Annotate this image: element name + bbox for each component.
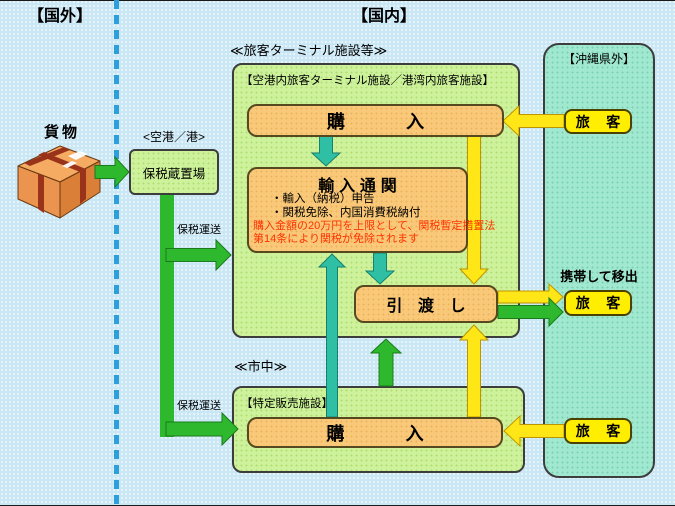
arrow-city-to-terminal	[369, 338, 403, 387]
passenger-box-middle: 旅 客	[564, 290, 632, 316]
outside-okinawa-heading: 【沖縄県外】	[562, 52, 635, 66]
customs-note-line1: 購入金額の20万円を上限として、関税暫定措置法	[253, 220, 496, 232]
arrow-passenger-to-purchase-bottom	[503, 414, 565, 448]
cargo-label: 貨物	[44, 124, 81, 141]
airport-port-label: <空港／港>	[142, 130, 206, 144]
purchase-city-label: 購 入	[326, 423, 446, 444]
purchase-box-terminal: 購 入	[247, 104, 504, 137]
arrow-purchase-top-to-handover	[458, 135, 490, 285]
customs-item-exemption: ・関税免除、内国消費税納付	[271, 207, 421, 219]
handover-box: 引 渡 し	[354, 285, 498, 323]
import-customs-title: 輸入通関	[318, 178, 402, 195]
purchase-terminal-label: 購 入	[326, 111, 446, 132]
arrow-purchase-bottom-to-handover	[458, 324, 490, 418]
city-heading: ≪市中≫	[234, 359, 288, 374]
arrow-bonded-to-city	[165, 411, 239, 447]
bonded-transport-label-2: 保税運送	[177, 400, 221, 412]
customs-item-declaration: ・輸入（納税）申告	[271, 193, 375, 205]
arrow-bonded-to-terminal	[165, 238, 232, 272]
carry-out-label: 携帯して移出	[560, 269, 638, 284]
passenger-box-top: 旅 客	[564, 109, 632, 134]
top-border-line	[0, 0, 675, 1]
import-customs-box: 輸入通関 ・輸入（納税）申告 ・関税免除、内国消費税納付 購入金額の20万円を上…	[247, 167, 496, 253]
passenger-top-label: 旅 客	[575, 113, 627, 130]
passenger-middle-label: 旅 客	[575, 295, 627, 311]
passenger-box-bottom: 旅 客	[564, 418, 632, 444]
bonded-transport-label-1: 保税運送	[177, 224, 221, 236]
overseas-label: 【国外】	[28, 8, 93, 25]
city-subheading: 【特定販売施設】	[241, 398, 333, 410]
passenger-bottom-label: 旅 客	[575, 423, 627, 439]
arrow-customs-to-handover	[364, 252, 396, 285]
cargo-package-illustration	[17, 145, 101, 219]
handover-label: 引 渡 し	[386, 298, 472, 315]
terminal-subheading: 【空港内旅客ターミナル施設／港湾内旅客施設】	[241, 75, 494, 87]
terminal-heading: ≪旅客ターミナル施設等≫	[230, 43, 388, 58]
purchase-box-city: 購 入	[247, 417, 503, 448]
arrow-handover-to-passenger-green	[497, 296, 564, 328]
customs-boundary-dashed-line	[114, 0, 119, 506]
bonded-warehouse-box: 保税蔵置場	[129, 149, 219, 195]
outside-okinawa-panel: 【沖縄県外】	[543, 43, 655, 478]
domestic-label: 【国内】	[352, 8, 417, 25]
arrow-passenger-to-purchase-top	[502, 104, 565, 138]
arrow-purchase-top-to-customs	[310, 135, 342, 167]
customs-note-line2: 第14条により関税が免除されます	[253, 232, 420, 245]
arrow-purchase-bottom-to-customs	[317, 253, 347, 418]
bonded-warehouse-label: 保税蔵置場	[142, 166, 206, 181]
bonded-transport-trunk-line	[160, 195, 174, 437]
arrow-cargo-to-warehouse	[94, 155, 130, 189]
